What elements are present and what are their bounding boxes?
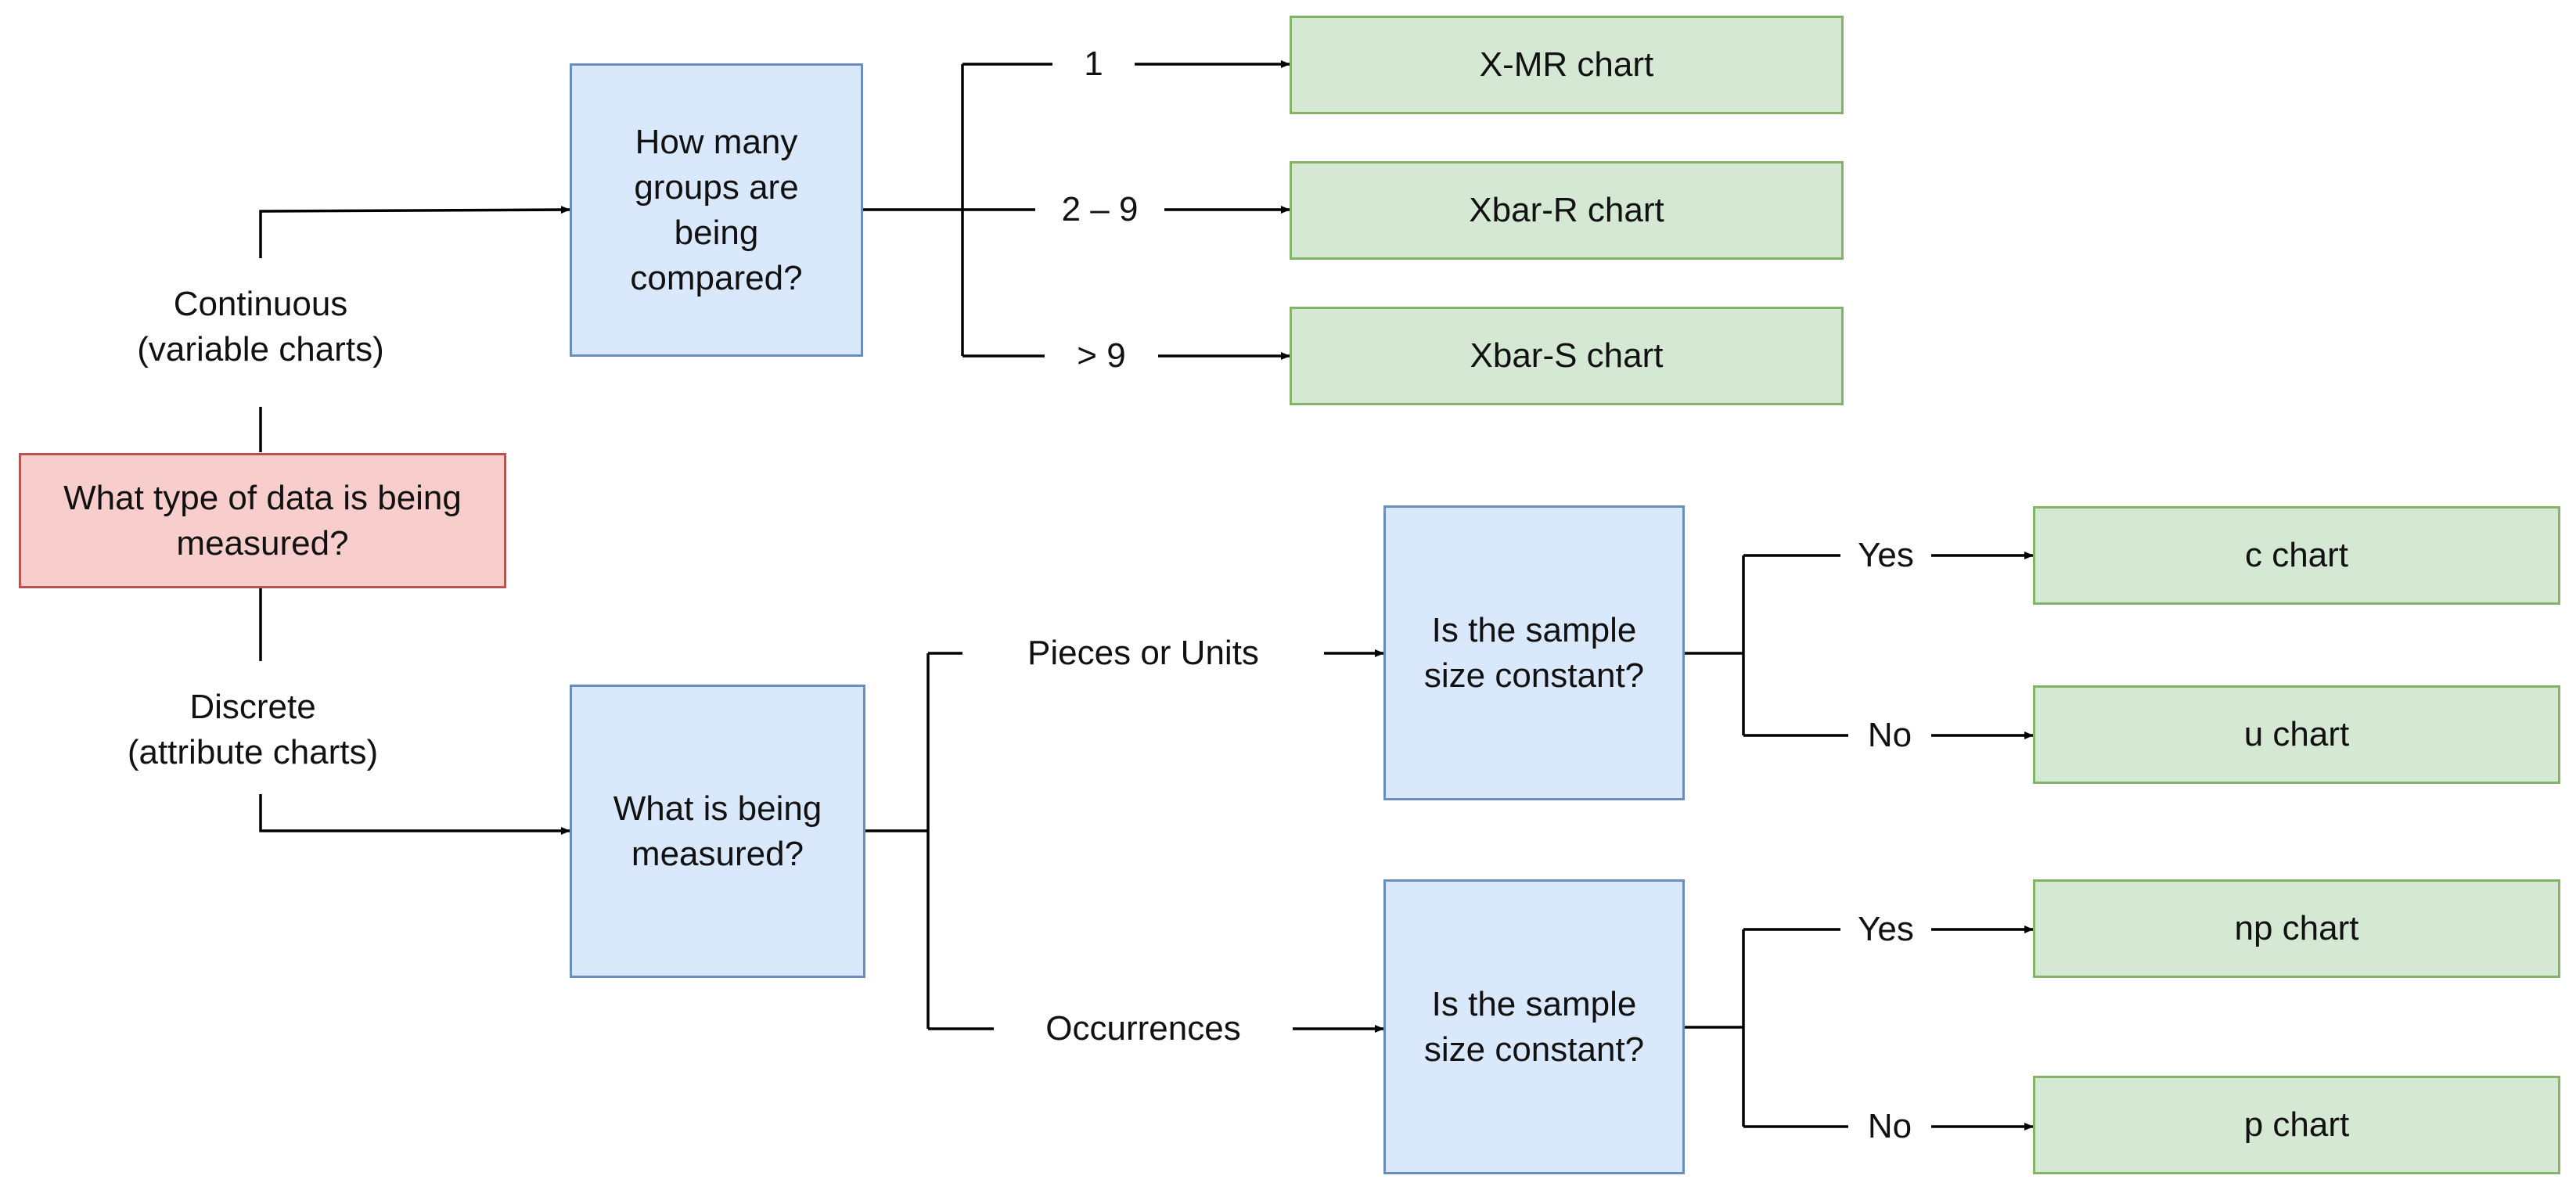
result-xmr-chart: X-MR chart <box>1290 16 1844 114</box>
edge-label-one: 1 <box>1052 41 1135 88</box>
edge-label-occurrences-yes: Yes <box>1840 906 1931 953</box>
discrete-branch-label: Discrete (attribute charts) <box>96 681 409 778</box>
edge-label-pieces-or-units: Pieces or Units <box>962 630 1324 677</box>
edge-label-occurrences: Occurrences <box>994 1005 1293 1052</box>
edge-label-units-no: No <box>1848 712 1931 759</box>
edge-label-two-to-nine: 2 – 9 <box>1035 186 1164 233</box>
edge-label-occurrences-no: No <box>1848 1103 1931 1150</box>
result-xbar-r-chart: Xbar-R chart <box>1290 161 1844 260</box>
result-u-chart: u chart <box>2033 685 2560 784</box>
question-sample-size-occurrences: Is the sample size constant? <box>1383 879 1685 1174</box>
continuous-branch-label: Continuous (variable charts) <box>104 278 417 376</box>
question-what-measured: What is being measured? <box>570 685 865 978</box>
edge-discrete-measured <box>259 794 570 835</box>
question-groups-compared: How many groups are being compared? <box>570 63 863 357</box>
root-question: What type of data is being measured? <box>19 453 506 588</box>
result-c-chart: c chart <box>2033 506 2560 605</box>
result-p-chart: p chart <box>2033 1076 2560 1174</box>
result-xbar-s-chart: Xbar-S chart <box>1290 307 1844 405</box>
question-sample-size-units: Is the sample size constant? <box>1383 505 1685 800</box>
result-np-chart: np chart <box>2033 879 2560 978</box>
edge-label-over-nine: > 9 <box>1045 332 1158 379</box>
edge-label-units-yes: Yes <box>1840 532 1931 579</box>
edge-continuous-groups <box>259 206 570 258</box>
